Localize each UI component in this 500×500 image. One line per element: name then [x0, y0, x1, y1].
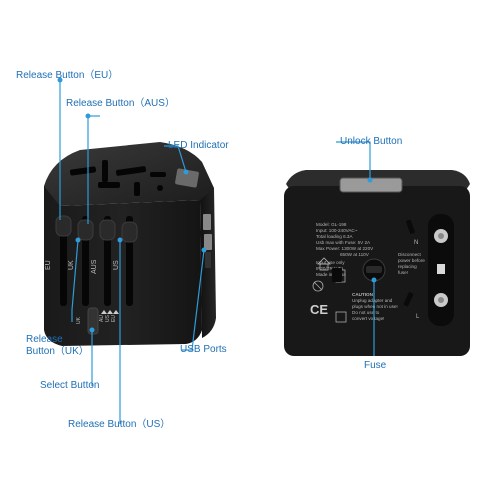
- callout-release-button-us: Release Button（US）: [68, 419, 171, 430]
- disconnect-text-block: Disconnect power before replacing fuse!: [398, 252, 425, 275]
- callout-led-indicator: LED Indicator: [168, 140, 229, 151]
- callout-release-button-uk-line2: Button（UK）: [26, 346, 89, 357]
- usb-port-group: [203, 214, 212, 268]
- callout-release-button-aus: Release Button（AUS）: [66, 98, 175, 109]
- ce-mark: CE: [310, 302, 328, 317]
- pin-label-n: N: [414, 240, 418, 246]
- usb-port: [203, 214, 211, 230]
- callout-usb-ports: USB Ports: [180, 344, 227, 355]
- svg-text:Total loading 6.3A: Total loading 6.3A: [316, 234, 353, 239]
- back-slot: [332, 219, 415, 307]
- svg-text:CAUTION: CAUTION: [352, 292, 374, 297]
- svg-text:replacing: replacing: [398, 264, 417, 269]
- svg-text:Disconnect: Disconnect: [398, 252, 421, 257]
- usb-port: [204, 234, 212, 250]
- svg-text:Usb max with Fuse: 5V 2A: Usb max with Fuse: 5V 2A: [316, 240, 371, 245]
- svg-text:650W at 110V: 650W at 110V: [340, 252, 370, 257]
- svg-text:Unplug adapter and: Unplug adapter and: [352, 298, 393, 303]
- selector-label: US: [105, 314, 111, 322]
- callout-fuse: Fuse: [364, 360, 387, 371]
- callout-unlock-button: Unlock Button: [340, 136, 403, 147]
- selector-label: EU: [111, 315, 117, 322]
- svg-text:Model: GL-198: Model: GL-198: [316, 222, 347, 227]
- led-indicator-window: [175, 168, 199, 188]
- spec-text-block: Model: GL-198 Input: 100-240VAC~ Total l…: [316, 222, 374, 277]
- release-button-us-knob[interactable]: [121, 221, 138, 243]
- selector-arrows: [101, 310, 119, 314]
- caution-text-block: CAUTION Unplug adapter and plugs when no…: [352, 292, 398, 321]
- slot-label-eu: EU: [45, 260, 52, 270]
- eu-plug-pins: [428, 214, 454, 326]
- callout-release-button-uk-line1: Release: [26, 334, 63, 345]
- svg-text:fuse!: fuse!: [398, 270, 408, 275]
- svg-text:Max Power: 1300W at 220V: Max Power: 1300W at 220V: [316, 246, 374, 251]
- callout-select-button: Select Button: [40, 380, 100, 391]
- indoor-use-icon: [317, 257, 331, 271]
- svg-text:Input use only: Input use only: [316, 260, 345, 265]
- release-button-uk-knob[interactable]: [77, 219, 94, 241]
- selector-label: AU: [99, 315, 105, 322]
- callout-release-button-eu: Release Button（EU）: [16, 70, 119, 81]
- slot-label-uk: UK: [68, 260, 75, 270]
- pin-label-l: L: [416, 314, 420, 320]
- slot-label-us: US: [113, 260, 120, 270]
- svg-text:convert voltage!: convert voltage!: [352, 316, 384, 321]
- release-button-aus-knob[interactable]: [99, 219, 116, 241]
- select-button[interactable]: [87, 307, 99, 335]
- svg-text:plugs when not in use!: plugs when not in use!: [352, 304, 398, 309]
- no-water-icon: [312, 280, 324, 292]
- fuse-cover[interactable]: [362, 258, 386, 282]
- svg-text:power before: power before: [398, 258, 425, 263]
- svg-text:IP20/TRAVEL: IP20/TRAVEL: [316, 266, 345, 271]
- front-adapter-top-outlet: [69, 160, 166, 196]
- svg-text:Input: 100-240VAC~: Input: 100-240VAC~: [316, 228, 358, 233]
- svg-text:Made in China: Made in China: [316, 272, 346, 277]
- selector-label: UK: [76, 316, 82, 324]
- svg-text:Do not use to: Do not use to: [352, 310, 380, 315]
- slot-label-aus: AUS: [91, 259, 98, 274]
- release-button-eu-knob[interactable]: [55, 215, 72, 237]
- callout-release-button-uk: Release Button（UK）: [26, 334, 89, 358]
